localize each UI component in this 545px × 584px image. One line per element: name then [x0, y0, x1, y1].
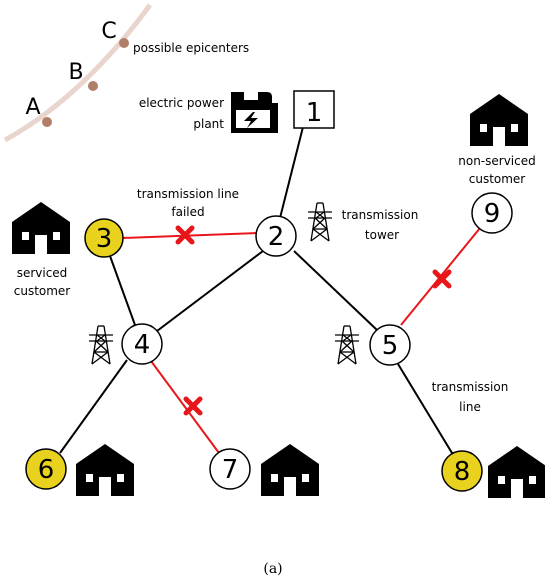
epicenter-dot-b	[88, 81, 98, 91]
nonserviced-label-2: customer	[469, 172, 526, 186]
node-6-label: 6	[38, 455, 55, 485]
epicenter-arc	[3, 3, 153, 143]
node-7	[209, 448, 251, 490]
node-3-label: 3	[96, 224, 113, 254]
house-icon-8	[488, 446, 545, 498]
edge-3-2-failed	[121, 232, 259, 239]
power-plant-icon	[231, 92, 278, 133]
tower-icon-2	[307, 202, 333, 242]
node-9	[471, 192, 513, 234]
house-icon-6	[76, 444, 134, 496]
power-plant-label-2: plant	[193, 117, 224, 131]
epicenter-dot-c	[119, 38, 129, 48]
tower-icon-5	[334, 325, 360, 365]
node-6	[25, 448, 67, 490]
node-2-label: 2	[268, 222, 285, 252]
edge-4-6	[59, 359, 128, 454]
edge-1-2	[279, 122, 305, 219]
tower-label-2: tower	[365, 228, 399, 242]
epicenter-label-b: B	[68, 60, 83, 85]
node-5-label: 5	[382, 331, 399, 361]
serviced-label-1: serviced	[17, 266, 68, 280]
power-plant-label-1: electric power	[139, 96, 224, 110]
tower-icon-4	[88, 325, 114, 365]
node-5	[369, 324, 411, 366]
line-label-1: transmission	[432, 380, 509, 394]
node-2	[255, 215, 297, 257]
node-1-label: 1	[306, 98, 323, 128]
epicenter-label-c: C	[101, 19, 116, 44]
node-7-label: 7	[222, 455, 239, 485]
house-icon-9	[470, 94, 528, 146]
edge-3-4	[109, 255, 136, 326]
node-3	[84, 218, 124, 258]
edge-2-5	[293, 250, 378, 331]
figure-caption: (a)	[263, 561, 282, 577]
line-label-2: line	[459, 400, 481, 414]
node-9-label: 9	[484, 199, 501, 229]
epicenter-caption: possible epicenters	[133, 41, 249, 55]
node-1-box	[293, 90, 335, 129]
tower-label-1: transmission	[342, 208, 419, 222]
epicenter-label-a: A	[25, 95, 40, 120]
epicenter-dot-a	[42, 117, 52, 127]
house-icon-7	[261, 444, 319, 496]
node-8-label: 8	[454, 457, 471, 487]
failed-line-label-1: transmission line	[137, 187, 239, 201]
node-8	[441, 450, 483, 492]
nonserviced-label-1: non-serviced	[458, 154, 535, 168]
edge-5-8	[397, 363, 453, 454]
node-4	[121, 323, 163, 365]
serviced-label-2: customer	[14, 284, 71, 298]
house-icon-3	[12, 202, 70, 254]
failed-line-label-2: failed	[171, 205, 204, 219]
node-4-label: 4	[134, 330, 151, 360]
edge-2-4	[156, 250, 264, 332]
failure-cross-4-7	[186, 399, 200, 413]
edge-4-7-failed	[150, 360, 220, 454]
